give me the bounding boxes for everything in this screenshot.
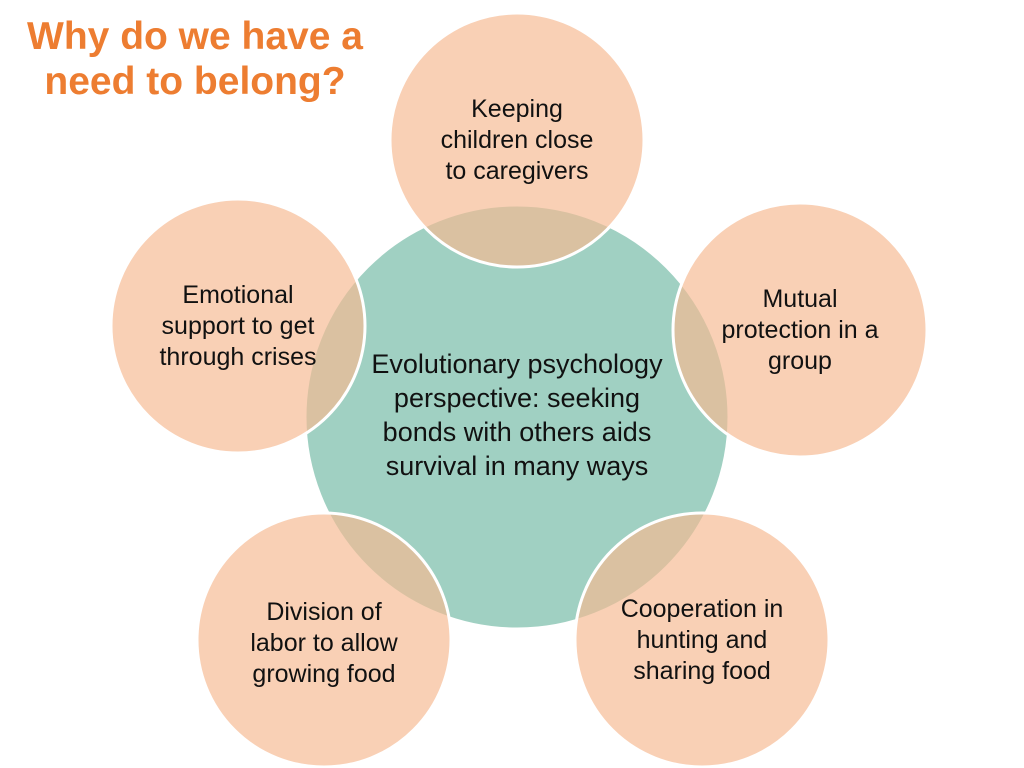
outer-circle-left [109, 197, 367, 455]
node-label-bottom-left: Division of labor to allow growing food [250, 597, 398, 688]
outer-circle-bottom-right [573, 511, 831, 768]
node-label-left: Emotional support to get through crises [159, 280, 317, 371]
outer-circle-right [671, 201, 929, 459]
node-label-right: Mutual protection in a group [721, 284, 879, 375]
node-label-bottom-right: Cooperation in hunting and sharing food [620, 594, 784, 685]
outer-circle-bottom-left [195, 511, 453, 768]
center-label: Evolutionary psychology perspective: see… [371, 349, 663, 481]
outer-circle-top [388, 11, 646, 269]
slide-title: Why do we have a need to belong? [27, 15, 363, 103]
node-label-top: Keeping children close to caregivers [440, 94, 594, 185]
